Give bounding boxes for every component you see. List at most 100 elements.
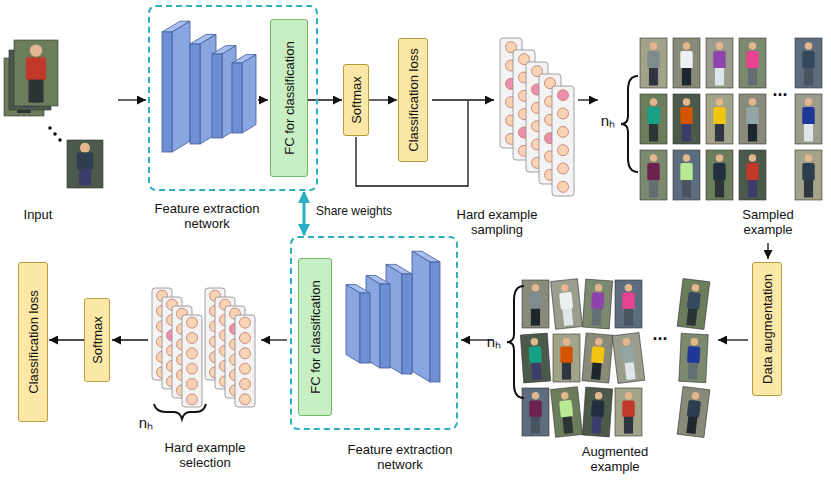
figure-part — [746, 51, 758, 69]
person-photo — [677, 387, 710, 438]
figure-part — [683, 154, 691, 162]
flow-arrow — [578, 99, 598, 100]
neuron — [240, 394, 251, 405]
flow-arrow — [718, 339, 748, 340]
person-photo — [795, 94, 822, 144]
person-photo — [673, 94, 700, 144]
figure-part — [591, 400, 605, 418]
person-photo — [615, 280, 642, 328]
figure-part — [595, 338, 603, 346]
neuron — [558, 163, 569, 174]
figure-part — [749, 42, 757, 50]
ellipsis-dot — [58, 138, 62, 142]
figure-part — [650, 154, 658, 162]
figure-part — [673, 94, 700, 144]
figure-part — [591, 362, 602, 380]
figure-part — [591, 346, 605, 364]
figure-part — [531, 362, 541, 379]
figure-part — [553, 334, 580, 382]
label-text: ... — [769, 80, 791, 101]
flow-arrow — [767, 243, 768, 259]
process-box: Softmax — [343, 64, 369, 136]
figure-part — [640, 94, 667, 144]
figure-part — [682, 180, 691, 198]
figure-part — [26, 57, 46, 80]
cnn-layer — [190, 44, 200, 144]
figure-part — [522, 388, 549, 436]
figure-part — [625, 362, 636, 380]
figure-part — [715, 68, 724, 86]
cnn-layer — [242, 55, 256, 133]
box-text: FC for classification — [283, 41, 296, 154]
figure-part — [582, 387, 612, 437]
figure-part — [673, 38, 700, 88]
figure-part — [559, 400, 573, 418]
person-photo — [640, 150, 667, 200]
label-text: Augmented example — [560, 444, 670, 475]
figure-part — [625, 284, 633, 292]
figure-part — [591, 308, 601, 325]
process-box: Classification loss — [398, 38, 428, 162]
figure-part — [551, 279, 583, 330]
label-text: Sampled example — [728, 207, 808, 238]
figure-part — [713, 163, 725, 181]
figure-part — [559, 292, 573, 310]
person-photo — [739, 150, 766, 200]
person-photo — [14, 40, 58, 106]
figure-part — [79, 169, 91, 186]
figure-part — [748, 68, 757, 86]
figure-part — [706, 94, 733, 144]
figure-part — [551, 387, 583, 438]
person-photo — [739, 38, 766, 88]
figure-part — [595, 284, 603, 292]
label-text: Hard example sampling — [445, 207, 549, 238]
figure-part — [649, 124, 658, 142]
flow-arrow — [261, 339, 287, 340]
figure-part — [649, 180, 658, 198]
process-box: Data augmentation — [752, 262, 782, 396]
neuron-column — [552, 86, 574, 196]
person-photo — [673, 150, 700, 200]
figure-part — [622, 338, 630, 346]
figure-part — [713, 51, 725, 69]
figure-part — [529, 400, 541, 417]
figure-part — [77, 152, 94, 169]
cnn-figure — [162, 21, 256, 152]
neuron — [558, 126, 569, 137]
figure-part — [647, 163, 659, 181]
group-heading: Feature extraction network — [335, 442, 465, 473]
figure-part — [615, 388, 642, 436]
figure-part — [530, 338, 538, 346]
person-photo — [553, 334, 580, 382]
neuron — [240, 379, 251, 390]
label-text: ... — [649, 324, 671, 345]
figure-part — [686, 416, 697, 434]
figure-part — [615, 280, 642, 328]
figure-part — [680, 51, 692, 69]
figure-part — [673, 150, 700, 200]
figure-part — [552, 86, 574, 196]
figure-part — [235, 315, 255, 407]
person-photo — [679, 333, 708, 382]
figure-part — [680, 163, 692, 181]
figure-part — [682, 68, 691, 86]
label-text: nₕ — [479, 333, 509, 351]
figure-part — [532, 284, 540, 292]
neuron — [187, 379, 198, 390]
cnn-layer — [430, 262, 440, 382]
figure-part — [14, 40, 58, 106]
figure-part — [562, 416, 573, 434]
figure-part — [805, 98, 813, 106]
person-photo — [582, 387, 612, 437]
brace — [621, 76, 638, 172]
figure-part — [802, 51, 814, 69]
figure-part — [679, 333, 708, 382]
figure-part — [612, 333, 645, 384]
figure-part — [582, 333, 613, 383]
person-photo — [706, 150, 733, 200]
figure-part — [795, 150, 822, 200]
figure-part — [805, 42, 813, 50]
person-photo — [706, 94, 733, 144]
figure-part — [691, 284, 699, 292]
figure-part — [716, 98, 724, 106]
